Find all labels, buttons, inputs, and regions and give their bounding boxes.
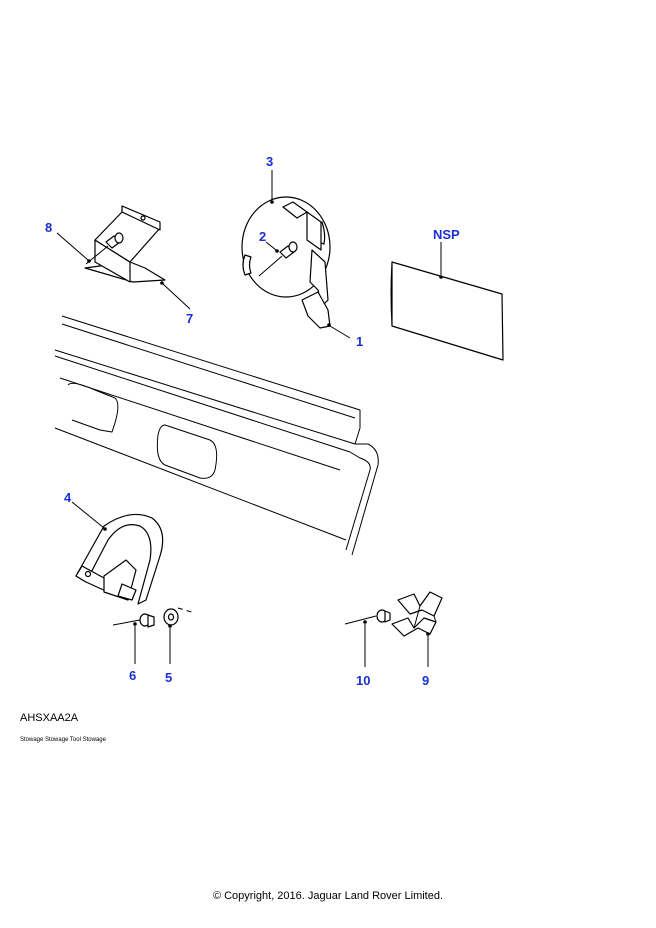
part-2-screw: [258, 241, 298, 277]
callout-8: 8: [45, 220, 52, 235]
part-1-bracket: [301, 249, 331, 329]
part-7-bracket: [84, 205, 166, 283]
callout-2: 2: [259, 229, 266, 244]
part-9-clip: [391, 591, 443, 637]
copyright-notice: © Copyright, 2016. Jaguar Land Rover Lim…: [212, 890, 444, 902]
callout-6: 6: [129, 668, 136, 683]
part-8-screw: [85, 232, 124, 265]
tailgate-panel: [54, 315, 379, 556]
callout-9: 9: [422, 673, 429, 688]
part-5-washer: [163, 608, 179, 626]
leader-lines: [56, 170, 443, 667]
callout-nsp: NSP: [433, 227, 460, 242]
callout-4: 4: [64, 490, 72, 505]
callout-7: 7: [186, 311, 193, 326]
callout-1: 1: [356, 334, 363, 349]
part-10-screw: [344, 609, 391, 625]
nsp-pad: [390, 261, 504, 361]
callout-5: 5: [165, 670, 172, 685]
figure-title: Stowage Stowage Tool Stowage: [20, 737, 106, 743]
part-6-screw: [112, 613, 155, 628]
figure-code: AHSXAA2A: [20, 712, 79, 724]
callout-10: 10: [356, 673, 370, 688]
part-4-strap: [75, 513, 164, 605]
callout-3: 3: [266, 154, 273, 169]
